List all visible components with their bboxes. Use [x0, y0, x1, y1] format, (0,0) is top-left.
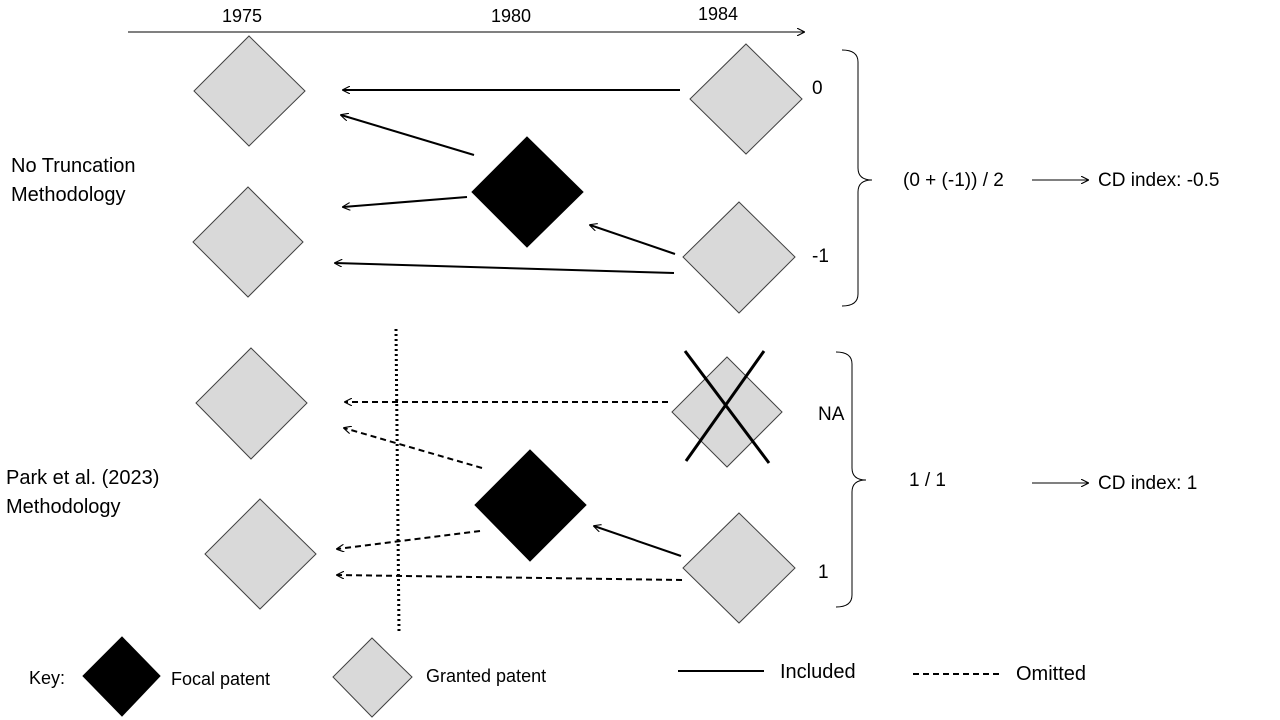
cd-index-result: CD index: -0.5	[1098, 170, 1219, 191]
legend-granted-swatch	[332, 637, 413, 718]
legend-granted-label: Granted patent	[426, 666, 546, 686]
section-label-no-truncation: No Truncation Methodology	[11, 155, 141, 206]
citation-omitted	[337, 575, 683, 581]
granted-patent-1975-a	[193, 35, 306, 147]
section-label-park-line2: Methodology	[6, 496, 121, 518]
focal-patent-top	[471, 136, 584, 248]
score-label: -1	[812, 246, 829, 267]
year-label-1984: 1984	[698, 4, 738, 24]
citation-included	[343, 196, 468, 207]
park-network: NA 1 1 / 1 CD index: 1	[195, 347, 1197, 624]
curly-brace	[841, 49, 873, 307]
legend-title: Key:	[29, 668, 65, 688]
cd-index-result: CD index: 1	[1098, 473, 1197, 494]
granted-patent-1984-a	[671, 356, 783, 468]
score-label: 0	[812, 78, 823, 99]
citation-included	[594, 526, 682, 557]
legend: Key: Focal patent Granted patent Include…	[29, 636, 1086, 718]
legend-focal-label: Focal patent	[171, 669, 270, 689]
granted-patent-1975-b	[204, 498, 317, 610]
granted-patent-1975-b	[192, 186, 304, 298]
citation-omitted	[337, 530, 481, 549]
section-label-no-truncation-line1: No Truncation	[11, 155, 136, 177]
cd-formula: 1 / 1	[909, 470, 946, 491]
cd-formula: (0 + (-1)) / 2	[903, 170, 1004, 191]
citation-included	[335, 263, 675, 274]
score-label: 1	[818, 562, 829, 583]
legend-omitted-label: Omitted	[1016, 663, 1086, 685]
citation-omitted	[344, 428, 483, 469]
timeline: 1975 1980 1984	[128, 4, 804, 32]
year-label-1980: 1980	[491, 6, 531, 26]
legend-focal-swatch	[82, 636, 161, 717]
granted-patent-1984-b	[682, 201, 796, 314]
year-label-1975: 1975	[222, 6, 262, 26]
citation-included	[341, 115, 475, 156]
section-label-no-truncation-line2: Methodology	[11, 184, 126, 206]
truncation-line	[394, 328, 401, 633]
score-label: NA	[818, 404, 845, 425]
section-label-park-line1: Park et al. (2023)	[6, 467, 159, 489]
focal-patent-bottom	[474, 449, 587, 562]
granted-patent-1984-a	[689, 43, 803, 155]
granted-patent-1975-a	[195, 347, 308, 460]
curly-brace	[835, 351, 867, 608]
section-label-park: Park et al. (2023) Methodology	[6, 467, 165, 518]
citation-included	[590, 225, 676, 255]
no-truncation-network: 0 -1 (0 + (-1)) / 2 CD index: -0.5	[192, 35, 1219, 314]
excluded-cross	[683, 350, 771, 464]
granted-patent-1984-b	[682, 512, 796, 624]
legend-included-label: Included	[780, 661, 856, 683]
